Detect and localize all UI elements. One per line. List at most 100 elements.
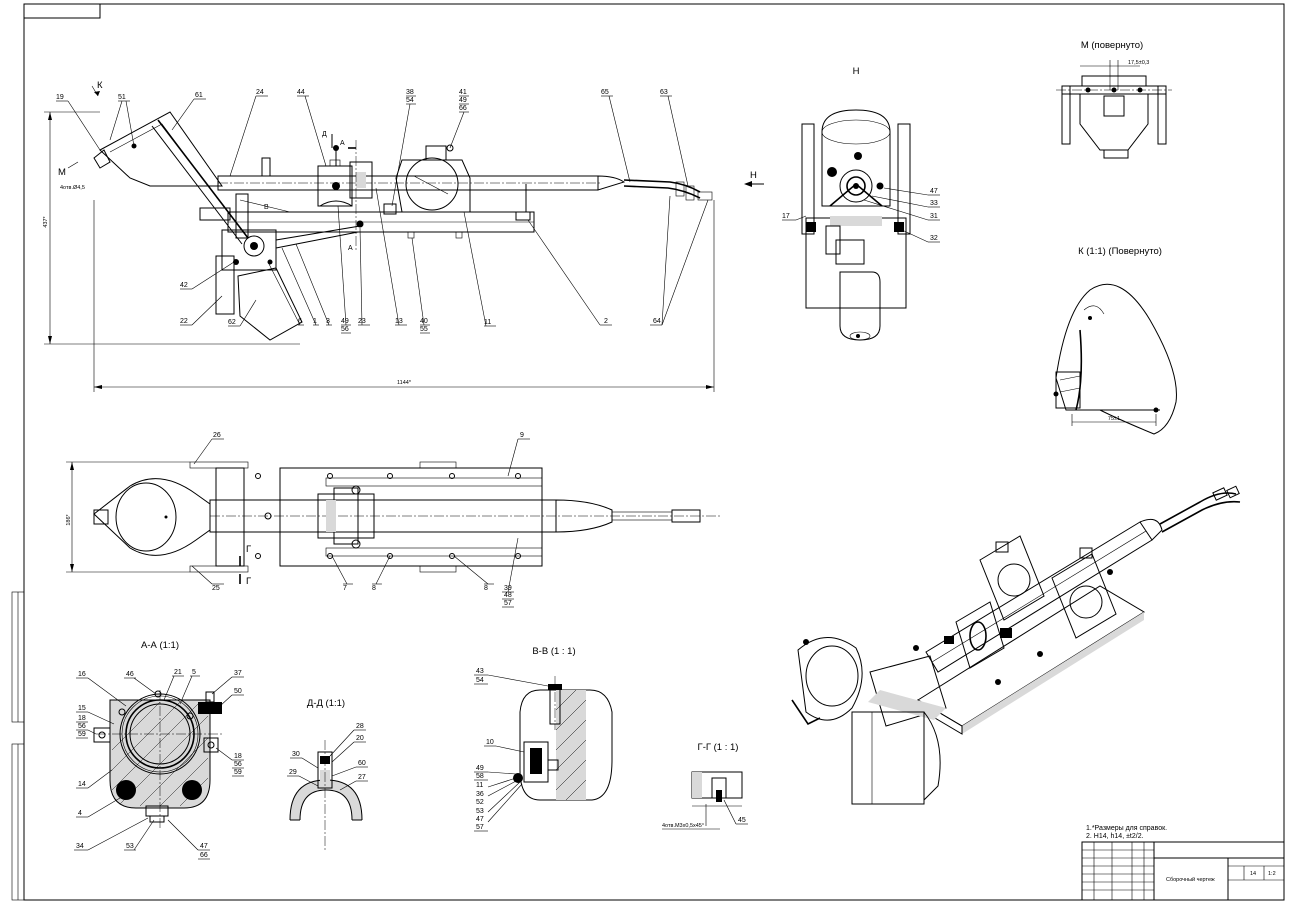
leader-label: 27: [358, 774, 366, 781]
leader-label: 59: [234, 769, 242, 776]
leader-label: 30: [292, 751, 300, 758]
leader-label: 41: [459, 89, 467, 96]
leader-labels-section-vv: 43 54 10 49 58 11 36 52 53 47 57: [474, 668, 549, 832]
leader-label: 11: [476, 782, 483, 789]
leader-label: 56: [234, 761, 242, 768]
leader-label: 24: [256, 89, 264, 96]
section-d-d: Д-Д (1:1) 28 20 30 60 29 27: [287, 698, 368, 852]
isometric-view: [791, 485, 1241, 805]
leader-label: 22: [180, 318, 188, 325]
dimension-view-k: 75±1: [1108, 416, 1120, 422]
leader-label: 49: [476, 765, 484, 772]
title-block-sheet: 14: [1250, 871, 1256, 877]
leader-labels-top-view: 26 9 25 7 8 8 39 48 57: [191, 432, 530, 608]
leader-label: 47: [476, 816, 484, 823]
dimension-top-width: 186*: [66, 513, 72, 525]
leader-label: 46: [126, 671, 134, 678]
leader-label: 42: [180, 282, 188, 289]
view-arrow-h: Н: [750, 170, 757, 181]
leader-label: 31: [930, 213, 938, 220]
note-gg-holes: 4отв.М3х0,5х45°: [662, 823, 704, 829]
leader-label: 50: [234, 688, 242, 695]
leader-label: 34: [76, 843, 84, 850]
leader-label: 19: [56, 94, 64, 101]
note-line: 1.*Размеры для справок.: [1086, 825, 1167, 832]
leader-label: 8: [484, 585, 488, 592]
leader-label: 43: [476, 668, 484, 675]
main-side-view: 1144* 437*: [43, 80, 764, 392]
note-line: 2. Н14, h14, ±t2/2.: [1086, 833, 1144, 840]
leader-label: 56: [341, 326, 349, 333]
leader-label: 4: [78, 810, 82, 817]
leader-label: 38: [406, 89, 414, 96]
leader-label: 20: [356, 735, 364, 742]
leader-label: 52: [476, 799, 484, 806]
leader-label: 49: [459, 97, 467, 104]
dimension-total-length: 1144*: [397, 380, 412, 386]
leader-label: 53: [476, 808, 484, 815]
leader-label: 36: [476, 791, 484, 798]
leader-label: 5: [192, 669, 196, 676]
leader-labels-bottom: 42 22 62 6 1 3 49 56 23 13 40 55 11: [180, 187, 709, 334]
section-v-v: В-В (1 : 1) 43 54 10 49 58: [474, 646, 613, 832]
leader-label: 16: [78, 671, 86, 678]
leader-label: 54: [406, 97, 414, 104]
leader-label: 28: [356, 723, 364, 730]
view-marker-m: М: [58, 167, 66, 178]
title-block-scale: 1:2: [1268, 871, 1276, 877]
section-marker-v: В: [264, 204, 269, 211]
leader-label: 55: [420, 326, 428, 333]
leader-label: 8: [372, 585, 376, 592]
leader-label: 45: [738, 817, 746, 824]
section-marker-g-top: Г: [246, 544, 251, 555]
leader-label: 21: [174, 669, 182, 676]
leader-label: 15: [78, 705, 86, 712]
leader-labels-top: 19 51 61 24 44 38 54 41 49 66 65 63: [56, 89, 689, 207]
leader-label: 40: [420, 318, 428, 325]
drawing-frame: [11, 3, 1285, 901]
section-a-a: А-А (1:1) 16: [74, 640, 244, 860]
leader-label: 59: [78, 731, 86, 738]
leader-label: 1: [313, 318, 317, 325]
leader-label: 57: [504, 600, 512, 607]
section-marker-a-top: А: [340, 140, 345, 147]
note-holes: 4отв.Ø4,5: [60, 185, 85, 191]
leader-label: 26: [213, 432, 221, 439]
leader-label: 25: [212, 585, 220, 592]
leader-label: 9: [520, 432, 524, 439]
leader-label: 51: [118, 94, 126, 101]
main-top-view: 186* Г Г 26 9: [66, 432, 720, 608]
leader-label: 37: [234, 670, 242, 677]
leader-label: 18: [234, 753, 242, 760]
leader-label: 61: [195, 92, 203, 99]
leader-label: 47: [930, 188, 938, 195]
leader-label: 56: [78, 723, 86, 730]
leader-label: 7: [343, 585, 347, 592]
section-vv-title: В-В (1 : 1): [532, 646, 575, 657]
title-block-name: Сборочный чертеж: [1166, 876, 1215, 883]
technical-notes: 1.*Размеры для справок. 2. Н14, h14, ±t2…: [1086, 825, 1167, 840]
view-m-title: М (повернуто): [1081, 40, 1143, 51]
leader-label: 29: [289, 769, 297, 776]
leader-label: 3: [326, 318, 330, 325]
leader-label: 13: [395, 318, 403, 325]
leader-label: 10: [486, 739, 494, 746]
leader-label: 44: [297, 89, 305, 96]
title-block: Сборочный чертеж 14 1:2: [1081, 841, 1285, 901]
leader-label: 49: [341, 318, 349, 325]
section-g-g: Г-Г (1 : 1) 4отв.М3х0,5х45° 45: [662, 742, 748, 830]
leader-label: 2: [604, 318, 608, 325]
leader-label: 39: [504, 585, 512, 592]
leader-label: 63: [660, 89, 668, 96]
leader-label: 66: [459, 105, 467, 112]
section-aa-title: А-А (1:1): [141, 640, 179, 651]
section-marker-d: Д: [322, 131, 327, 138]
leader-label: 53: [126, 843, 134, 850]
section-hatching: [555, 689, 587, 801]
leader-label: 48: [504, 592, 512, 599]
leader-label: 66: [200, 852, 208, 859]
leader-label: 64: [653, 318, 661, 325]
leader-label: 11: [484, 319, 491, 326]
dimension-total-height: 437*: [43, 215, 49, 227]
